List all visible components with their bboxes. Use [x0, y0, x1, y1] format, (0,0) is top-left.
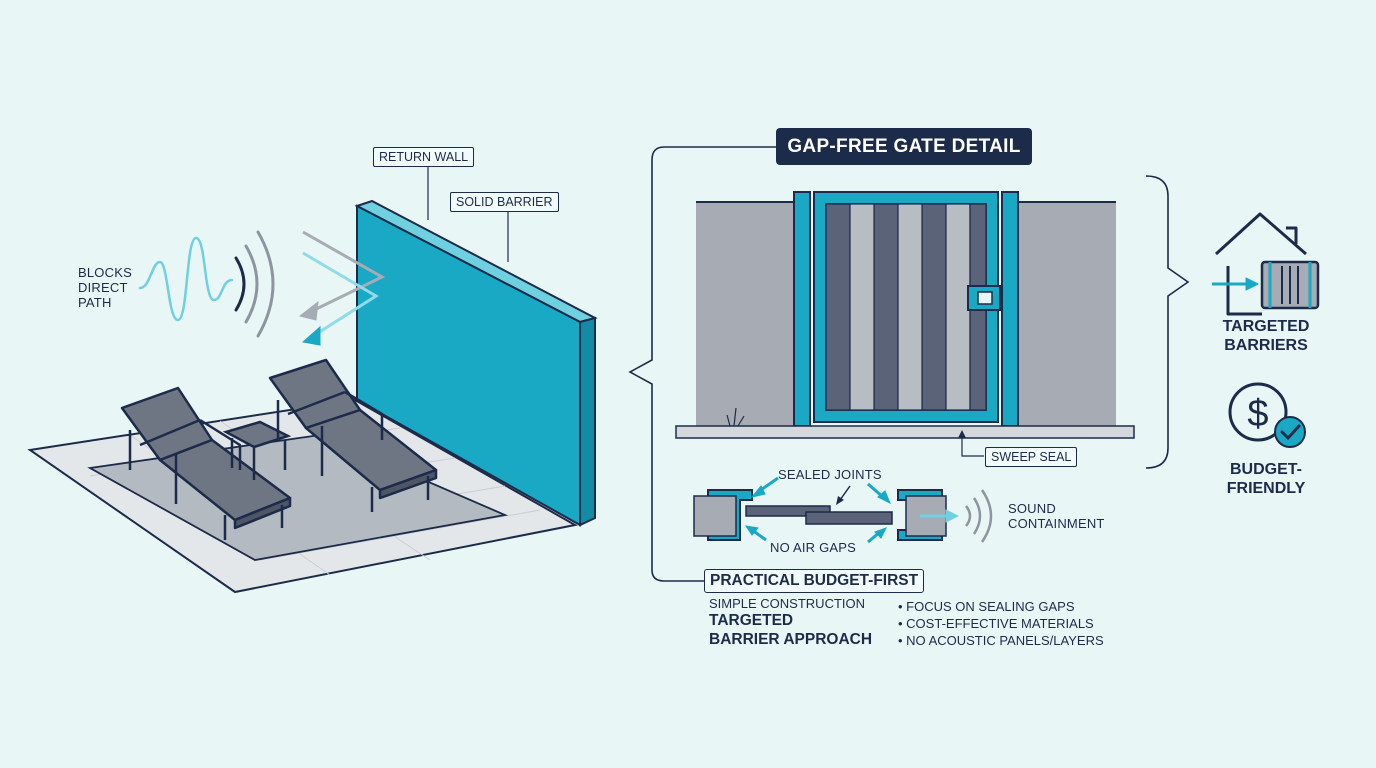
side-table	[222, 420, 292, 480]
sealed-joints-label: SEALED JOINTS	[778, 467, 882, 482]
house-barrier-icon	[1212, 212, 1320, 316]
gate-detail-title: GAP-FREE GATE DETAIL	[776, 128, 1032, 165]
barriers-word: BARRIERS	[1224, 337, 1308, 354]
right-brace	[1145, 175, 1190, 469]
sweep-seal-leader	[961, 432, 984, 457]
sound-line: SOUND	[1008, 501, 1056, 516]
approach-text: SIMPLE CONSTRUCTION TARGETED BARRIER APP…	[709, 596, 872, 649]
bullet-item: NO ACOUSTIC PANELS/LAYERS	[898, 632, 1103, 649]
sweep-seal-label: SWEEP SEAL	[985, 447, 1078, 467]
path-line: PATH	[78, 295, 112, 310]
approach-bullets: FOCUS ON SEALING GAPS COST-EFFECTIVE MAT…	[898, 598, 1104, 649]
lounge-chair-front	[120, 386, 292, 540]
sound-containment-icon	[964, 489, 993, 543]
gate-post-left	[793, 191, 811, 427]
return-wall-label: RETURN WALL	[373, 147, 475, 167]
reflection-arrows	[298, 230, 386, 346]
joint-plate-lower	[805, 511, 893, 525]
svg-text:$: $	[1247, 393, 1268, 435]
friendly-word: FRIENDLY	[1226, 480, 1306, 497]
barrier-approach-line: BARRIER APPROACH	[709, 631, 873, 648]
targeted-word: TARGETED	[1222, 318, 1310, 335]
bullet-item: FOCUS ON SEALING GAPS	[898, 598, 1104, 615]
gate-post-right	[1001, 191, 1019, 427]
left-fence-panel	[696, 202, 794, 426]
budget-friendly-label: BUDGET- FRIENDLY	[1206, 460, 1326, 498]
simple-construction-line: SIMPLE CONSTRUCTION	[709, 596, 866, 611]
direct-line: DIRECT	[78, 280, 128, 295]
ground-line	[675, 425, 1135, 439]
containment-line: CONTAINMENT	[1008, 516, 1105, 531]
sound-wave-icon	[138, 230, 275, 338]
patio-scene	[27, 166, 598, 594]
return-wall-edge	[579, 316, 596, 527]
right-fence-panel	[1018, 202, 1116, 426]
sound-containment-label: SOUND CONTAINMENT	[1008, 501, 1105, 531]
no-air-gaps-label: NO AIR GAPS	[770, 540, 857, 555]
left-brace	[628, 146, 776, 582]
solid-barrier-label: SOLID BARRIER	[450, 192, 559, 212]
dollar-check-icon: $	[1228, 382, 1306, 448]
gate-detail	[675, 191, 1135, 457]
targeted-line: TARGETED	[709, 612, 794, 629]
bullet-item: COST-EFFECTIVE MATERIALS	[898, 615, 1104, 632]
gate-slats	[825, 203, 987, 411]
blocks-line: BLOCKS	[78, 265, 132, 280]
lounge-chair-back	[268, 358, 438, 512]
blocks-direct-path-label: BLOCKS DIRECT PATH	[78, 265, 132, 310]
budget-word: BUDGET-	[1230, 461, 1302, 478]
grass-icon	[726, 407, 745, 427]
practical-budget-first-heading: PRACTICAL BUDGET-FIRST	[704, 569, 925, 593]
joint-detail	[693, 476, 993, 544]
joint-plate-upper	[745, 505, 831, 517]
targeted-barriers-label: TARGETED BARRIERS	[1206, 317, 1326, 355]
